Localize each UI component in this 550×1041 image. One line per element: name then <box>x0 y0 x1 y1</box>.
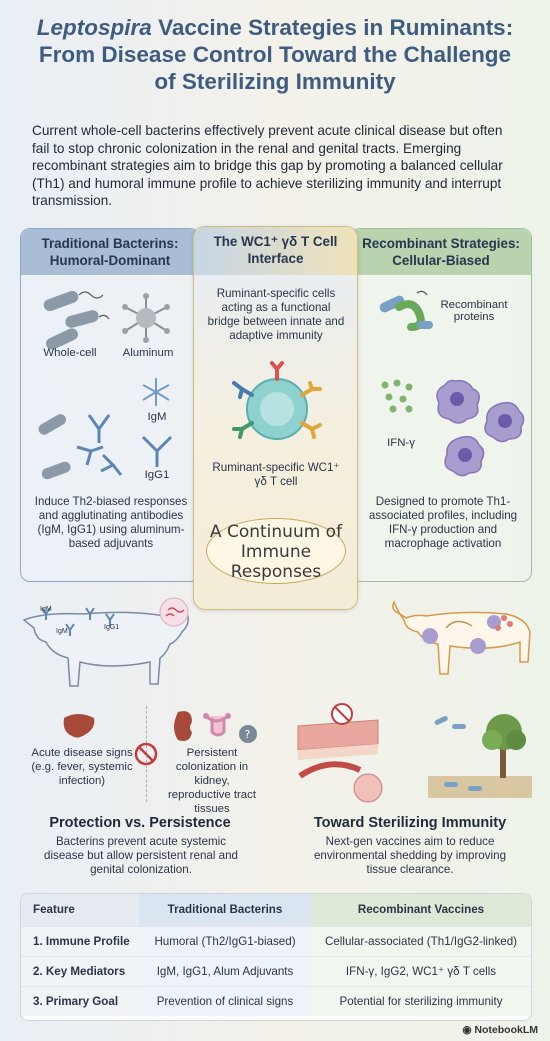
t-cell-icon <box>232 361 322 440</box>
igm-icon <box>142 378 170 406</box>
intro-paragraph: Current whole-cell bacterins effectively… <box>32 123 503 208</box>
table-cell: 1. Immune Profile <box>21 925 139 956</box>
igm-label: IgM <box>147 411 167 423</box>
protection-title: Protection vs. Persistence <box>49 815 231 831</box>
table-row: 3. Primary Goal Prevention of clinical s… <box>21 985 531 1016</box>
whole-cell-label: Whole-cell <box>43 347 97 359</box>
table-header-traditional: Traditional Bacterins <box>139 894 311 926</box>
divider <box>146 706 147 802</box>
traditional-bacterins-header: Traditional Bacterins: Humoral-Dominant <box>21 229 199 275</box>
aluminum-label: Aluminum <box>122 347 174 359</box>
page-title: Leptospira Vaccine Strategies in Ruminan… <box>36 15 514 94</box>
igg1-icon <box>141 435 173 467</box>
table-header-row: Feature Traditional Bacterins Recombinan… <box>21 894 531 926</box>
svg-text:?: ? <box>245 728 251 741</box>
table-header-feature: Feature <box>21 894 139 926</box>
table-header-recombinant: Recombinant Vaccines <box>311 894 531 926</box>
table-cell: IgM, IgG1, Alum Adjuvants <box>139 955 311 986</box>
cow-left-icon <box>22 597 189 687</box>
cow-label-igm-1: IgM <box>40 606 52 613</box>
traditional-bacterins-panel: Traditional Bacterins: Humoral-Dominant … <box>20 228 200 582</box>
wc1-interface-header: The WC1⁺ γδ T Cell Interface <box>194 227 357 275</box>
cow-label-igg1: IgG1 <box>104 624 120 631</box>
aluminum-icon <box>122 293 170 343</box>
table-row: 1. Immune Profile Humoral (Th2/IgG1-bias… <box>21 925 531 956</box>
ifn-gamma-label: IFN-γ <box>387 437 415 449</box>
liver-icon <box>63 714 95 738</box>
table-cell: Potential for sterilizing immunity <box>311 985 531 1016</box>
ifn-gamma-icon <box>381 379 413 413</box>
environment-tree-icon <box>428 714 532 798</box>
persistent-colonization-text: Persistent colonization in kidney, repro… <box>168 747 256 815</box>
notebooklm-logo-icon: ◉ <box>462 1024 472 1036</box>
cow-label-igm-2: IgM <box>56 628 68 635</box>
continuum-badge <box>206 518 346 584</box>
table-row: 2. Key Mediators IgM, IgG1, Alum Adjuvan… <box>21 955 531 986</box>
table-cell: Cellular-associated (Th1/IgG2-linked) <box>311 925 531 956</box>
wc1-description: Ruminant-specific cells acting as a func… <box>207 287 345 342</box>
recombinant-proteins-icon <box>379 290 433 331</box>
bacteria-icon <box>43 290 110 350</box>
table-cell: IFN-γ, IgG2, WC1⁺ γδ T cells <box>311 955 531 986</box>
recombinant-strategies-panel: Recombinant Strategies: Cellular-Biased … <box>350 228 532 582</box>
recombinant-proteins-label: Recombinant proteins <box>440 299 508 323</box>
table-cell: 2. Key Mediators <box>21 955 139 986</box>
traditional-bacterins-description: Induce Th2-biased responses and agglutin… <box>34 495 188 550</box>
table-cell: 3. Primary Goal <box>21 985 139 1016</box>
cow-right-icon <box>392 600 531 675</box>
table-cell: Humoral (Th2/IgG1-biased) <box>139 925 311 956</box>
notebooklm-credit: ◉ NotebookLM <box>462 1024 538 1036</box>
t-cell-label: Ruminant-specific WC1⁺ γδ T cell <box>212 461 340 488</box>
sterilizing-body: Next-gen vaccines aim to reduce environm… <box>313 835 507 876</box>
antibody-cluster-icon <box>38 414 123 480</box>
protection-body: Bacterins prevent acute systemic disease… <box>44 835 238 876</box>
igg1-label: IgG1 <box>144 469 170 481</box>
sterilizing-title: Toward Sterilizing Immunity <box>313 815 507 831</box>
tissue-clearance-icon <box>297 703 383 803</box>
macrophage-icon <box>436 379 525 477</box>
acute-signs-text: Acute disease signs (e.g. fever, systemi… <box>31 747 133 787</box>
table-cell: Prevention of clinical signs <box>139 985 311 1016</box>
kidney-uterus-icon: ? <box>174 711 257 743</box>
recombinant-strategies-description: Designed to promote Th1-associated profi… <box>368 495 518 550</box>
continuum-label: A Continuum of Immune Responses <box>209 522 343 582</box>
recombinant-strategies-header: Recombinant Strategies: Cellular-Biased <box>351 229 531 275</box>
comparison-table: Feature Traditional Bacterins Recombinan… <box>20 893 532 1021</box>
